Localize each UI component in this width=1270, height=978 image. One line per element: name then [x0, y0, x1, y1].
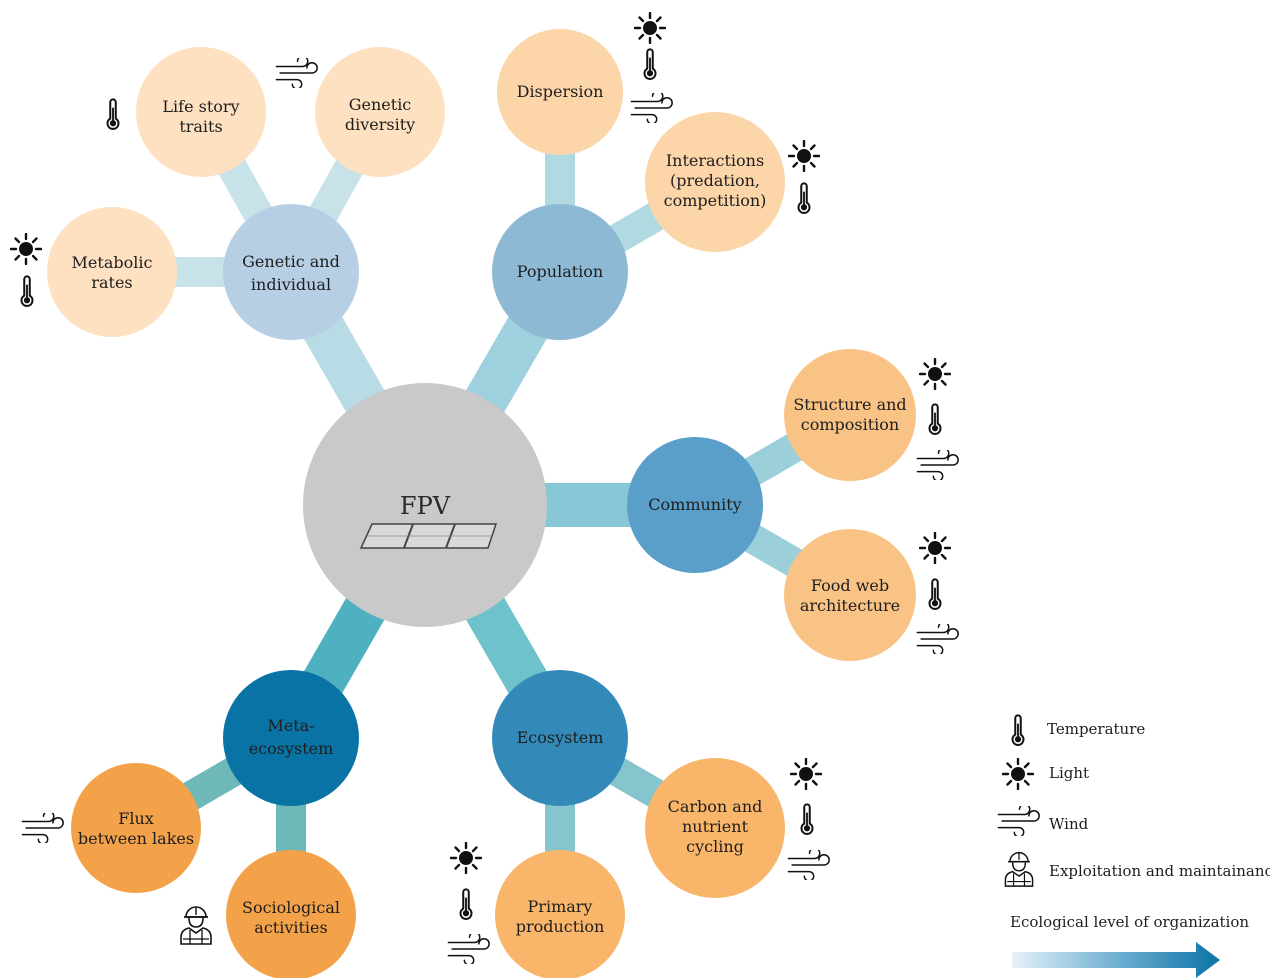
leaf-carbon-line1: Carbon and: [668, 797, 763, 816]
leaf-genetic-diversity: Genetic diversity: [315, 47, 445, 177]
branch-ecosystem: Ecosystem: [492, 670, 628, 806]
branch-ecosystem-label: Ecosystem: [517, 728, 604, 747]
legend-light-label: Light: [1049, 764, 1089, 782]
branch-community-label: Community: [648, 495, 741, 514]
thermometer-icon: [928, 578, 942, 610]
legend-worker-icon: [1004, 851, 1034, 887]
leaf-interactions-line3: competition): [664, 191, 767, 210]
worker-icon: [180, 906, 212, 945]
branch-meta-line1: Meta-: [267, 716, 314, 735]
leaf-socio-line2: activities: [254, 918, 327, 937]
leaf-genetic-diversity-line1: Genetic: [349, 95, 412, 114]
leaf-genetic-diversity-line2: diversity: [345, 115, 415, 134]
leaf-food-web-line2: architecture: [800, 596, 900, 615]
leaf-metabolic: Metabolic rates: [47, 207, 177, 337]
legend-arrow-label: Ecological level of organization: [1010, 913, 1249, 931]
leaf-socio: Sociological activities: [226, 850, 356, 978]
leaf-carbon-line2: nutrient: [682, 817, 749, 836]
thermometer-icon: [800, 803, 814, 835]
leaf-structure: Structure and composition: [784, 349, 916, 481]
center-label: FPV: [400, 492, 451, 520]
legend-temperature-label: Temperature: [1047, 720, 1145, 738]
wind-icon: [916, 450, 959, 480]
wind-icon: [630, 93, 673, 123]
leaf-carbon-line3: cycling: [686, 837, 744, 856]
thermometer-icon: [643, 48, 657, 80]
sun-icon: [10, 233, 42, 265]
leaf-metabolic-line2: rates: [91, 273, 132, 292]
leaf-structure-line1: Structure and: [793, 395, 906, 414]
wind-icon: [787, 850, 830, 880]
leaf-interactions-line1: Interactions: [666, 151, 764, 170]
leaf-primary: Primary production: [495, 850, 625, 978]
leaf-food-web-line1: Food web: [811, 576, 889, 595]
leaf-interactions-line2: (predation,: [670, 171, 760, 190]
leaf-structure-line2: composition: [801, 415, 899, 434]
sun-icon: [788, 140, 820, 172]
leaf-socio-line1: Sociological: [242, 898, 340, 917]
branch-population-label: Population: [517, 262, 603, 281]
thermometer-icon: [797, 182, 811, 214]
branch-population: Population: [492, 204, 628, 340]
sun-icon: [634, 12, 666, 44]
leaf-flux: Flux between lakes: [71, 763, 201, 893]
leaf-life-story-line1: Life story: [162, 97, 239, 116]
thermometer-icon: [928, 403, 942, 435]
legend-sun-icon: [1002, 758, 1034, 790]
leaf-life-story-line2: traits: [179, 117, 222, 136]
branch-genetic-line2: individual: [251, 275, 331, 294]
wind-icon: [21, 813, 64, 843]
leaf-carbon: Carbon and nutrient cycling: [645, 758, 785, 898]
center-node: FPV: [303, 383, 547, 627]
branch-genetic: Genetic and individual: [223, 204, 359, 340]
leaf-primary-line1: Primary: [528, 897, 593, 916]
leaf-food-web: Food web architecture: [784, 529, 916, 661]
thermometer-icon: [106, 98, 120, 130]
leaf-primary-line2: production: [516, 917, 605, 936]
wind-icon: [447, 934, 490, 964]
leaf-dispersion: Dispersion: [497, 29, 623, 155]
thermometer-icon: [459, 888, 473, 920]
legend-wind-icon: [997, 806, 1040, 836]
branch-community: Community: [627, 437, 763, 573]
wind-icon: [275, 58, 318, 88]
branch-genetic-line1: Genetic and: [242, 252, 340, 271]
leaf-interactions: Interactions (predation, competition): [645, 112, 785, 252]
sun-icon: [450, 842, 482, 874]
leaf-dispersion-label: Dispersion: [517, 82, 604, 101]
leaf-flux-line2: between lakes: [78, 829, 194, 848]
legend: Temperature Light Wind Exploitation and …: [997, 714, 1270, 978]
legend-exploitation-label: Exploitation and maintainance: [1049, 862, 1270, 880]
branch-meta: Meta- ecosystem: [223, 670, 359, 806]
solar-panel-icon: [359, 523, 498, 549]
sun-icon: [919, 532, 951, 564]
legend-thermometer-icon: [1011, 714, 1025, 746]
legend-wind-label: Wind: [1049, 815, 1089, 833]
leaf-flux-line1: Flux: [118, 809, 154, 828]
wind-icon: [916, 624, 959, 654]
leaf-life-story: Life story traits: [136, 47, 266, 177]
sun-icon: [790, 758, 822, 790]
thermometer-icon: [20, 275, 34, 307]
ecological-level-arrow: [1012, 942, 1220, 978]
branch-meta-line2: ecosystem: [249, 739, 334, 758]
sun-icon: [919, 358, 951, 390]
leaf-metabolic-line1: Metabolic: [72, 253, 153, 272]
